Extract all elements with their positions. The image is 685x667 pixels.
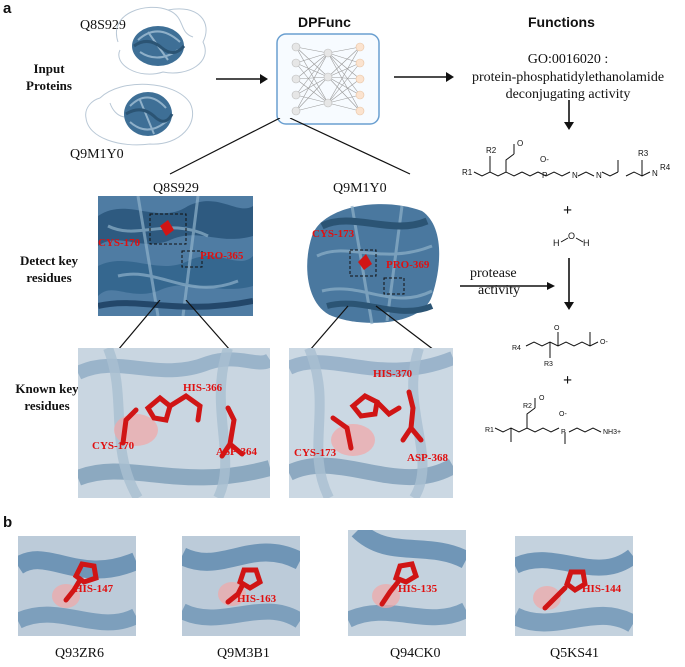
detect-residue-q9m1y0-cys: CYS-173 [312,228,355,240]
product-lipid-molecule: R1 R2 O P O- NH3+ [485,395,621,444]
chem-r1: R1 [462,168,473,177]
known-residue-q8s929-his: HIS-366 [183,382,223,394]
detect-residue-q9m1y0-pro: PRO-369 [386,259,430,271]
chem-o-p1: O [554,325,560,332]
chem-r3: R3 [638,149,649,158]
panel-b-residue-2: HIS-163 [237,593,277,605]
detect-residue-q8s929-pro: PRO-365 [200,250,244,262]
panel-a-label: a [3,0,12,17]
panel-b-protein-3: Q94CK0 [390,646,441,661]
detect-structure-q8s929 [98,196,253,316]
panel-b-residue-1: HIS-147 [74,583,114,595]
detect-residue-q8s929-cys: CYS-170 [98,237,141,249]
panel-b-residue-3: HIS-135 [398,583,438,595]
protein-structure-q9m1y0 [85,83,194,146]
water-o: O [568,231,575,241]
panel-b-structure-2 [182,536,300,636]
chem-nh3: NH3+ [603,429,621,436]
arrow-reaction-down [564,258,574,310]
chem-o-minus: O- [540,155,549,164]
detect-key-residues-label: Detect key residues [19,253,79,285]
enzyme-label-line1: protease [470,266,517,281]
panel-b-residue-4: HIS-144 [582,583,622,595]
panel-b-protein-1: Q93ZR6 [55,646,104,661]
panel-b-protein-2: Q9M3B1 [217,646,270,661]
dpfunc-network-diagram [276,33,380,125]
chem-r1-p2: R1 [485,427,494,434]
known-structure-q8s929 [78,348,270,498]
chem-n-2: N [596,171,602,180]
zoom-lines-dpfunc [169,118,411,175]
chem-r4: R4 [660,163,671,172]
arrow-protease-activity [460,282,555,290]
chem-p-p2: P [561,429,566,436]
zoom-lines-detect-to-known [117,300,435,351]
panel-b-protein-4: Q5KS41 [550,646,600,661]
go-term-id: GO:0016020 : [527,52,609,67]
chem-r4-p1: R4 [512,345,521,352]
panel-b-label: b [3,514,13,531]
water-h-left: H [553,238,560,248]
functions-heading: Functions [528,14,595,30]
panel-b-structure-1 [18,536,136,636]
chem-o-a: O [517,139,523,148]
go-term-name-line2: deconjugating activity [505,87,631,102]
chem-n-3: N [652,169,658,178]
plus-sign-2: + [563,372,573,389]
known-structure-q9m1y0 [289,348,453,498]
protein-structure-q8s929 [115,6,207,75]
panel-b-structure-3 [348,530,466,636]
input-protein-id-2: Q9M1Y0 [70,147,124,162]
product-peptide-molecule: R4 R3 O O- [512,325,608,368]
plus-sign-1: + [563,202,573,219]
known-residue-q8s929-cys: CYS-170 [92,440,135,452]
enzyme-label-line2: activity [478,283,520,298]
chem-o-p2: O [539,395,545,402]
known-residue-q9m1y0-asp: ASP-368 [407,452,448,464]
input-protein-id-1: Q8S929 [80,18,126,33]
arrow-go-to-substrate [564,100,574,130]
detect-structure-q9m1y0 [302,196,444,328]
chem-n-1: N [572,171,578,180]
input-proteins-label: Input Proteins [26,61,72,93]
water-molecule: H O H [553,231,590,248]
water-h-right: H [583,238,590,248]
go-term-name-line1: protein-phosphatidylethanolamide [471,70,665,85]
chem-r2: R2 [486,146,497,155]
chem-r2-p2: R2 [523,403,532,410]
chem-o-minus-p2: O- [559,411,567,418]
known-residue-q9m1y0-cys: CYS-173 [294,447,337,459]
known-residue-q9m1y0-his: HIS-370 [373,368,413,380]
chem-r3-p1: R3 [544,361,553,368]
panel-b-structure-4 [515,536,633,636]
dpfunc-title: DPFunc [298,14,351,30]
substrate-molecule: R1 R2 O P O- N N R3 N R4 [462,139,671,180]
known-key-residues-label: Known key residues [15,381,79,413]
chem-o-minus-p1: O- [600,339,608,346]
chem-p: P [542,171,547,180]
detect-protein-id-1: Q8S929 [153,181,199,196]
detect-protein-id-2: Q9M1Y0 [333,181,387,196]
arrow-input-to-dpfunc [216,74,268,84]
known-residue-q8s929-asp: ASP-364 [216,446,257,458]
arrow-dpfunc-to-functions [394,72,454,82]
